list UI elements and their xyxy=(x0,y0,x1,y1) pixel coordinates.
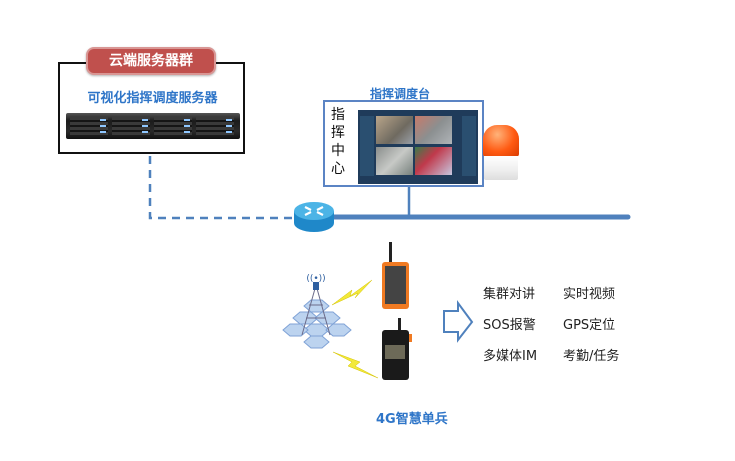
feature-item: 集群对讲 xyxy=(483,287,536,302)
dispatch-screen-image xyxy=(358,110,478,184)
server-title: 可视化指挥调度服务器 xyxy=(87,91,218,106)
cloud-server-group xyxy=(58,62,245,154)
feature-item: 考勤/任务 xyxy=(563,349,620,364)
alarm-beacon-icon xyxy=(483,125,519,157)
cloud-badge: 云端服务器群 xyxy=(86,47,216,75)
rugged-phone-icon xyxy=(382,242,409,309)
label-char: 心 xyxy=(331,161,345,177)
dashed-link xyxy=(148,156,298,220)
router-icon xyxy=(294,202,334,232)
terminals-title: 4G智慧单兵 xyxy=(376,412,448,427)
arrow-right-icon xyxy=(443,299,474,343)
feature-item: GPS定位 xyxy=(563,318,616,333)
feature-item: 实时视频 xyxy=(563,287,616,302)
label-char: 指 xyxy=(331,107,345,123)
signal-bolt-icon xyxy=(331,279,373,306)
console-title: 指挥调度台 xyxy=(370,87,431,101)
alarm-beacon-base xyxy=(484,156,518,180)
svg-text:((•)): ((•)) xyxy=(306,274,325,284)
feature-item: SOS报警 xyxy=(483,318,536,333)
feature-item: 多媒体IM xyxy=(483,349,538,364)
label-char: 中 xyxy=(331,143,345,159)
server-rack-icon xyxy=(66,113,240,139)
console-side-label: 指 挥 中 心 xyxy=(331,106,347,178)
cell-tower-icon: ((•)) xyxy=(282,274,352,349)
signal-bolt-icon xyxy=(332,351,379,379)
label-char: 挥 xyxy=(331,125,345,141)
body-camera-radio-icon xyxy=(382,318,412,380)
